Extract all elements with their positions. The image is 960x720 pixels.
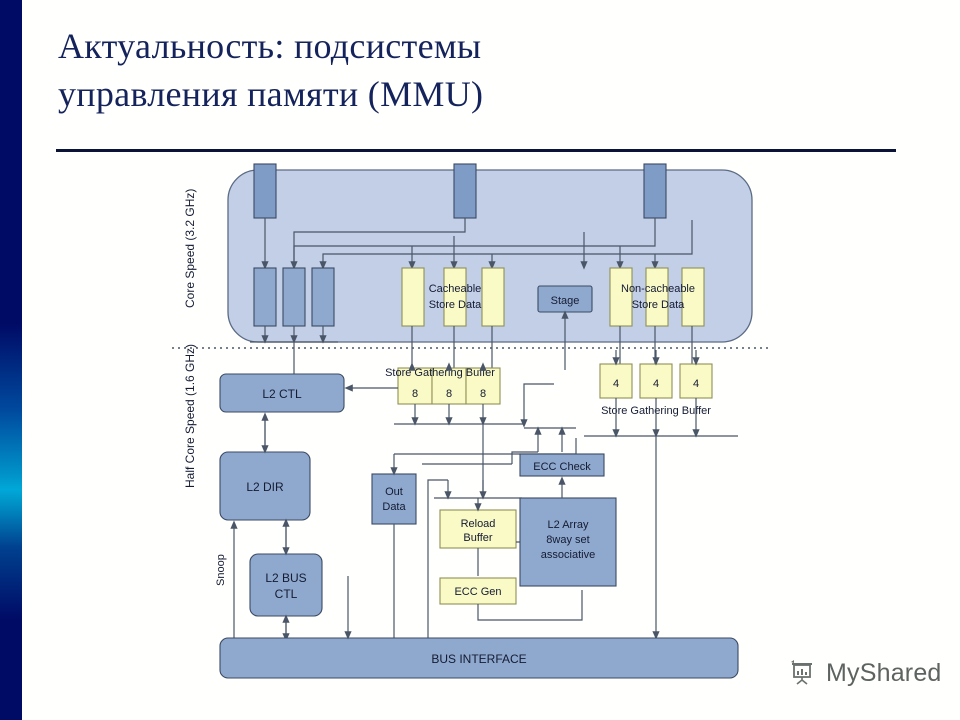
noncacheable-label-1: Non-cacheable [621,283,695,295]
sgb-left-cell-2 [431,367,467,405]
core-blue-buffer-1 [253,267,277,327]
out-data-label-2: Data [382,501,406,513]
l2-array-box [519,497,617,587]
out-data-box [371,473,417,525]
sgb-left-value-1: 8 [412,388,418,400]
l2-dir-label: L2 DIR [246,480,284,494]
presentation-chart-icon [791,660,812,685]
title-divider [56,149,896,152]
l2-bus-ctl-label-1: L2 BUS [265,571,306,585]
l2-array-label-2: 8way set [546,534,589,546]
sgb-left-value-2: 8 [446,388,452,400]
core-speed-label: Core Speed (3.2 GHz) [183,189,197,308]
reload-buffer-label-1: Reload [461,518,496,530]
l2-bus-ctl-label-2: CTL [275,587,298,601]
sgb-left-cell-1 [397,367,433,405]
cacheable-label-2: Store Data [429,299,482,311]
l2-bus-ctl-box [249,553,323,617]
watermark-text: MyShared [826,658,942,687]
cacheable-cell-3 [481,267,505,327]
title-line-1: Актуальность: подсистемы [58,26,482,66]
sgb-right-value-3: 4 [693,378,699,390]
core-top-port-2 [453,163,477,219]
title-line-2: управления памяти (MMU) [58,74,484,115]
core-route-3 [293,218,656,266]
noncacheable-cell-2 [645,267,669,327]
eccgen-to-array [477,590,583,621]
core-top-port-1 [253,163,277,219]
stage-label: Stage [551,295,580,307]
ecc-gen-label: ECC Gen [454,586,501,598]
cacheable-cell-1 [401,267,425,327]
sgb-right-cell-1 [599,363,633,399]
cacheable-label-1: Cacheable [429,283,482,295]
l2-ctl-box [219,373,345,413]
reload-buffer-label-2: Buffer [463,532,492,544]
noncacheable-cell-3 [681,267,705,327]
page-title: Актуальность: подсистемы управления памя… [58,22,898,118]
sgb-right-value-1: 4 [613,378,619,390]
out-data-label-1: Out [385,486,403,498]
l2-array-label-3: associative [541,549,595,561]
core-top-port-3 [643,163,667,219]
watermark: MyShared [788,658,942,688]
sgb-left-value-3: 8 [480,388,486,400]
slide-accent-strip [0,0,22,720]
mmu-block-diagram: Core Speed (3.2 GHz) [172,158,772,706]
core-blue-buffer-3 [311,267,335,327]
ecc-gen-box [439,577,517,605]
bus-interface-box [219,637,739,679]
snoop-label: Snoop [215,554,227,586]
half-core-speed-label: Half Core Speed (1.6 GHz) [183,344,197,488]
sgb-left-label: Store Gathering Buffer [385,367,495,379]
l2-ctl-label: L2 CTL [262,387,302,401]
ecc-check-box [519,453,605,477]
cacheable-cell-2 [443,267,467,327]
l2-array-label-1: L2 Array [548,519,589,531]
sgb-right-value-2: 4 [653,378,659,390]
reload-in-1-elbow [427,479,448,558]
reload-buffer-box [439,509,517,549]
sgb-l-in-right-elbow [523,383,554,404]
ecc-check-label: ECC Check [533,461,591,473]
noncacheable-label-2: Store Data [632,299,685,311]
slide-canvas: Актуальность: подсистемы управления памя… [22,0,960,720]
ecccheck-left-elbow [511,451,538,464]
noncacheable-cell-1 [609,267,633,327]
core-blue-buffer-2 [282,267,306,327]
core-route-4 [319,220,693,270]
bus-interface-label: BUS INTERFACE [431,652,526,666]
